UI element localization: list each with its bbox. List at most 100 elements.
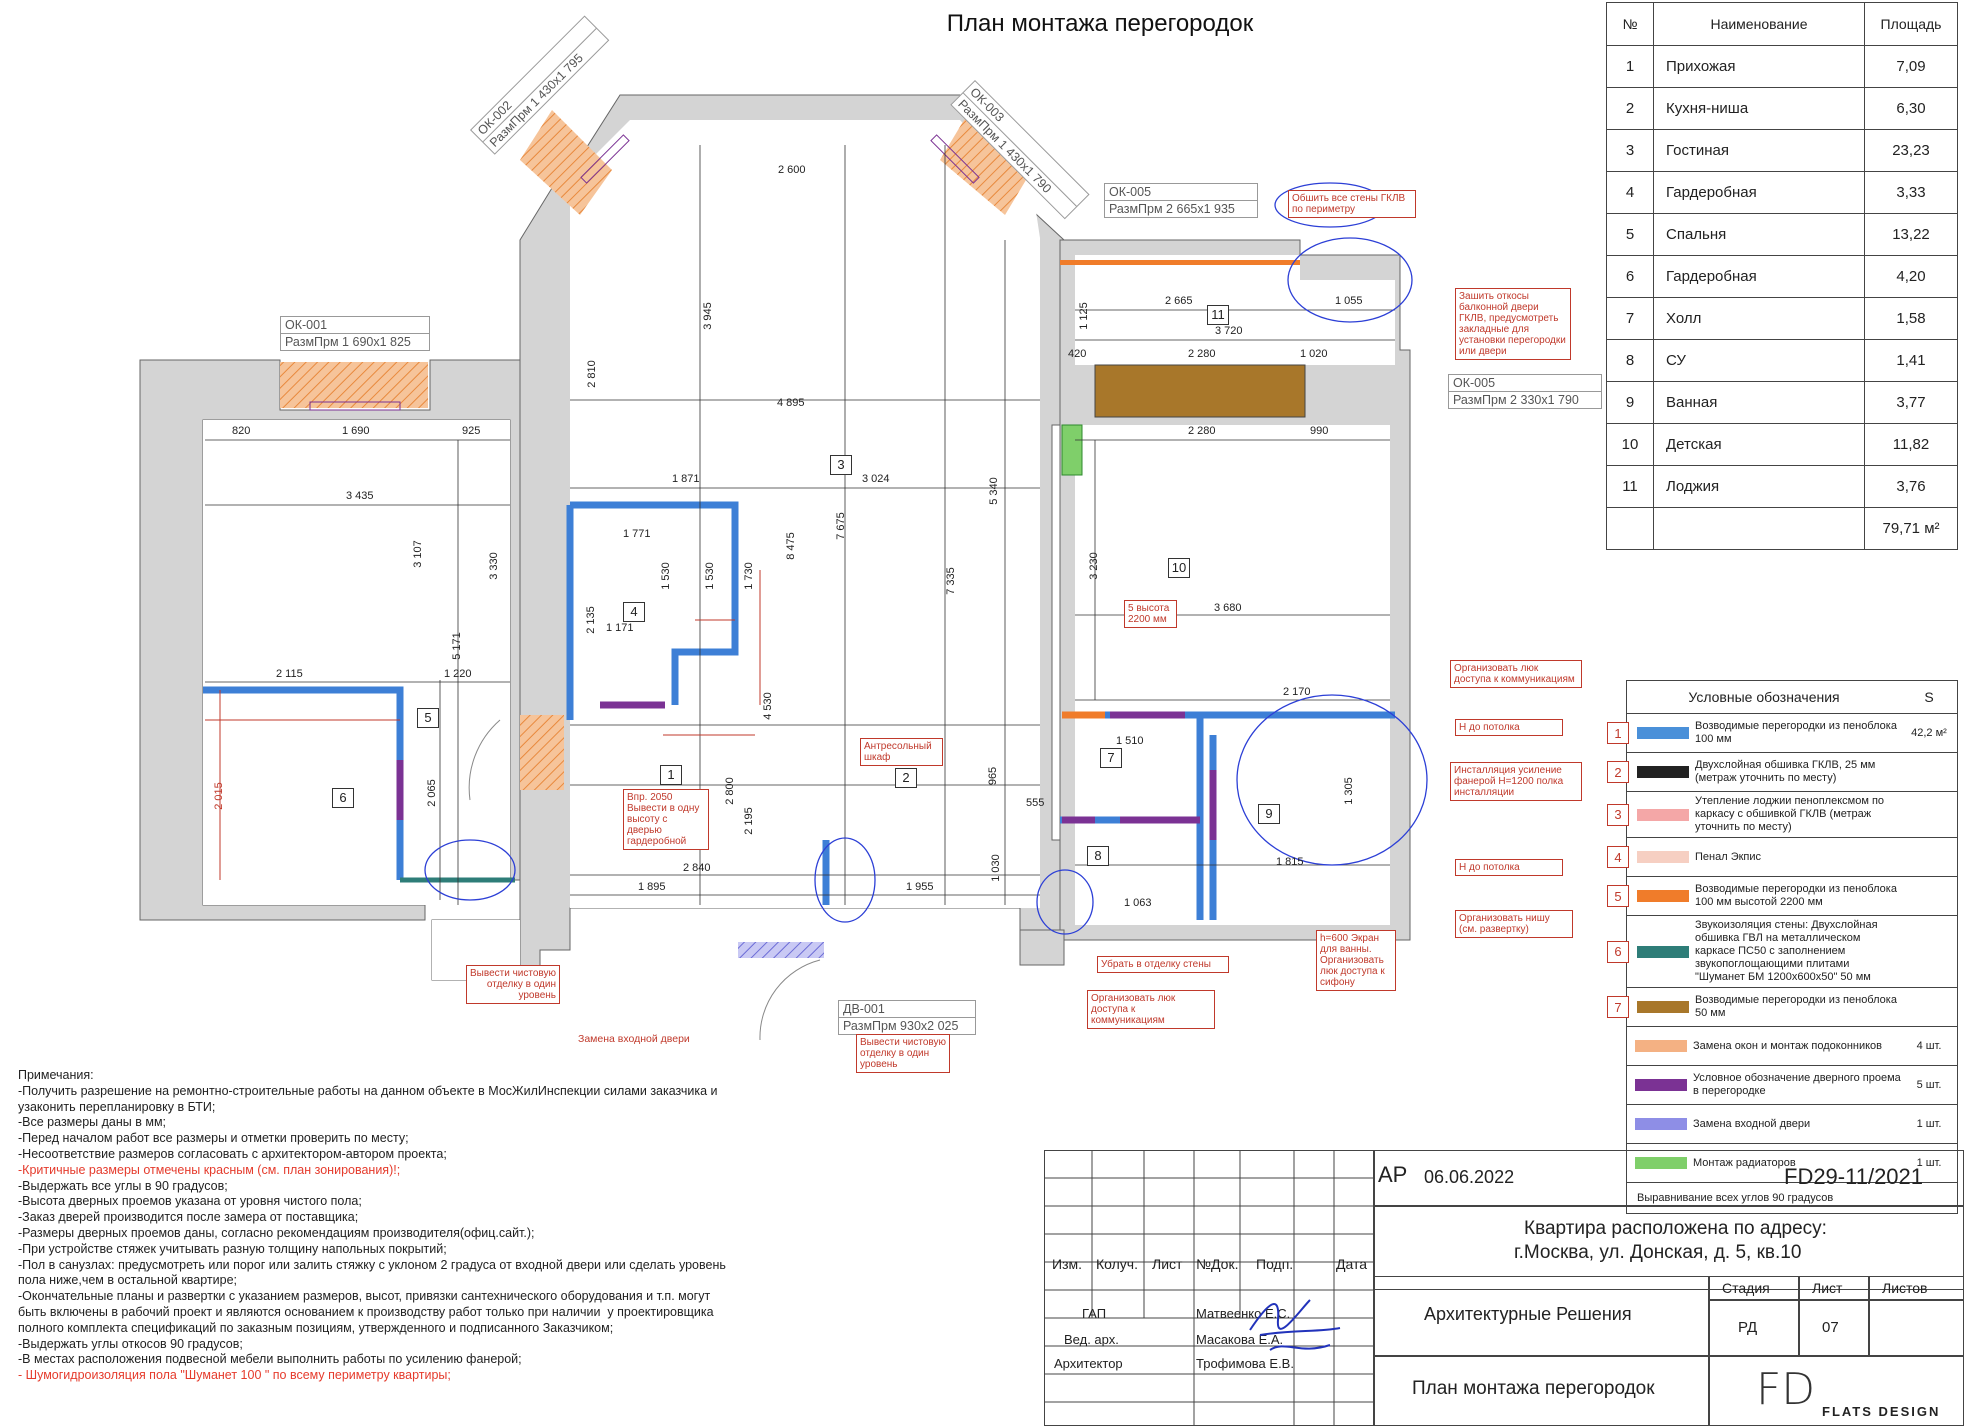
callout-screen: h=600 Экран для ванны. Организовать люк … — [1316, 930, 1396, 991]
note-line: -При устройстве стяжек учитывать разную … — [18, 1241, 447, 1256]
dim-label: 2 280 — [1188, 348, 1216, 360]
dim-label: 3 230 — [1087, 552, 1100, 580]
room-name-cell: Ванная — [1653, 381, 1865, 424]
legend-swatch — [1637, 945, 1689, 958]
room-area-cell: 13,22 — [1864, 213, 1958, 256]
tb-h-sheets: Листов — [1869, 1276, 1964, 1300]
rooms-col-name: Наименование — [1653, 2, 1865, 46]
dim-label: 3 024 — [862, 473, 890, 485]
room-area-cell: 23,23 — [1864, 129, 1958, 172]
note-line: -Высота дверных проемов указана от уровн… — [18, 1194, 362, 1209]
room-name-cell: Лоджия — [1653, 465, 1865, 508]
legend-row: Условное обозначение дверного проема в п… — [1626, 1066, 1958, 1105]
tb-col-ndok: №Док. — [1196, 1256, 1239, 1272]
legend-num: 3 — [1607, 803, 1629, 826]
tb-role-1: ГАП — [1082, 1306, 1107, 1321]
callout-finish-1: Вывести чистовую отделку в один уровень — [466, 965, 560, 1004]
callout-niche: Организовать нишу (см. развертку) — [1455, 910, 1573, 938]
room-num-cell: 2 — [1606, 87, 1654, 130]
dim-label: 2 115 — [276, 668, 303, 680]
callout-remove-wall: Убрать в отделку стены — [1097, 956, 1229, 973]
room-name-cell: Спальня — [1653, 213, 1865, 256]
dim-label: 8 475 — [784, 532, 797, 560]
callout-door-replace: Замена входной двери — [578, 1033, 690, 1045]
dim-label: 3 107 — [411, 540, 424, 568]
room-area-cell: 1,41 — [1864, 339, 1958, 382]
dim-label: 2 170 — [1283, 686, 1311, 698]
legend-text: Утепление лоджии пеноплексмом по каркасу… — [1695, 795, 1885, 833]
legend-num: 2 — [1607, 761, 1629, 783]
room-num-cell: 8 — [1606, 339, 1654, 382]
dim-label: 965 — [987, 766, 1000, 786]
dim-label: 1 220 — [444, 668, 472, 680]
legend-row: 2 Двухслойная обшивка ГКЛВ, 25 мм (метраж… — [1607, 753, 1958, 792]
dim-label: 1 171 — [606, 622, 634, 634]
tb-date: 06.06.2022 — [1424, 1167, 1515, 1187]
dim-label: 990 — [1310, 425, 1329, 437]
tb-name-3: Трофимова Е.В. — [1196, 1356, 1294, 1371]
tb-address-2: г.Москва, ул. Донская, д. 5, кв.10 — [1514, 1242, 1802, 1263]
dim-label: 2 135 — [584, 606, 597, 634]
legend-swatch — [1635, 1040, 1687, 1052]
dim-label: 1 530 — [703, 562, 716, 590]
room-area-cell: 3,33 — [1864, 171, 1958, 214]
legend-text: Двухслойная обшивка ГКЛВ, 25 мм (метраж … — [1695, 759, 1876, 784]
room-name-cell: Кухня-ниша — [1653, 87, 1865, 130]
note-red-line: -Критичные размеры отмечены красным (см.… — [18, 1162, 401, 1177]
dim-label: 1 871 — [672, 473, 700, 485]
tb-sheet-cell: 07 — [1799, 1300, 1869, 1356]
room-num-cell: 4 — [1606, 171, 1654, 214]
room-number-7: 7 — [1100, 748, 1122, 768]
dim-label: 4 530 — [761, 692, 774, 720]
room-number-2: 2 — [895, 768, 917, 788]
room-area-cell: 11,82 — [1864, 423, 1958, 466]
legend-swatch — [1637, 727, 1689, 739]
legend-text: Пенал Экпис — [1695, 850, 1762, 863]
dim-label: 3 720 — [1215, 325, 1243, 337]
dim-label: 2 065 — [425, 779, 438, 807]
room-area-cell: 3,76 — [1864, 465, 1958, 508]
room-num-cell: 6 — [1606, 255, 1654, 298]
dim-label: 2 195 — [742, 807, 755, 835]
rooms-col-area: Площадь — [1864, 2, 1958, 46]
tb-section-cell — [1374, 1276, 1709, 1356]
dim-label: 3 680 — [1214, 602, 1242, 614]
callout-mezzanine: Антресольный шкаф — [860, 738, 943, 766]
dim-label: 820 — [232, 425, 251, 437]
legend-row: 3 Утепление лоджии пеноплексмом по каркас… — [1607, 792, 1958, 838]
rooms-total-row: 79,71 м² — [1606, 507, 1958, 550]
tb-section: Архитектурные Решения — [1424, 1304, 1632, 1324]
callout-ceiling-1: Н до потолка — [1455, 719, 1563, 736]
legend-count: 1 шт. — [1916, 1157, 1942, 1169]
dim-label: 3 330 — [487, 552, 500, 580]
dim-label: 555 — [1026, 797, 1045, 809]
tb-sheet-title: План монтажа перегородок — [1412, 1378, 1655, 1399]
legend-num: 1 — [1607, 722, 1629, 744]
note-line: -В местах расположения подвесной мебели … — [18, 1352, 522, 1367]
note-red-line: - Шумогидроизоляция пола "Шуманет 100 " … — [18, 1368, 451, 1383]
legend-swatch — [1637, 851, 1689, 863]
dim-label: 1 690 — [342, 425, 370, 437]
note-line: -Окончательные планы и развертки с указа… — [18, 1289, 718, 1335]
notes: Примечания: -Получить разрешение на ремо… — [18, 1068, 728, 1384]
dim-label: 2 840 — [683, 862, 711, 874]
tb-col-list: Лист — [1152, 1256, 1183, 1272]
legend-num: 7 — [1607, 996, 1629, 1018]
legend-text: Звукоизоляция стены: Двухслойная обшивка… — [1695, 919, 1878, 983]
callout-ceiling-2: Н до потолка — [1455, 859, 1563, 876]
room-number-5: 5 — [417, 708, 439, 728]
callout-vpr: Впр. 2050 Вывести в одну высоту с дверью… — [623, 789, 709, 850]
room-num-cell: 1 — [1606, 45, 1654, 88]
room-area-cell: 7,09 — [1864, 45, 1958, 88]
dim-label: 1 895 — [638, 881, 666, 893]
legend-count: 5 шт. — [1916, 1079, 1942, 1091]
legend-swatch — [1635, 1079, 1687, 1091]
dim-label: 7 675 — [834, 512, 847, 540]
